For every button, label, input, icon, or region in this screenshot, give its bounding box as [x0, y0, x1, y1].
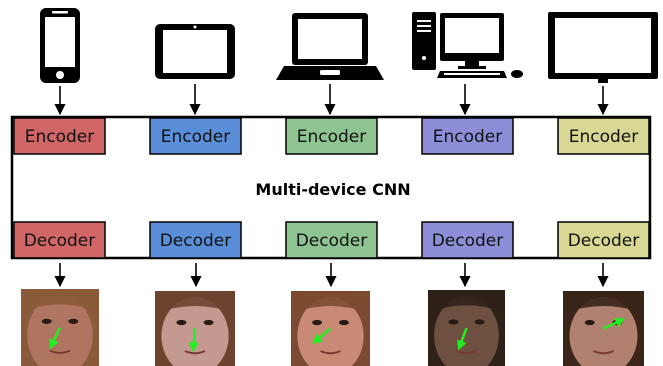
gaze-arrow — [457, 327, 468, 351]
decoder-label: Decoder — [160, 231, 232, 251]
encoder-label: Encoder — [433, 127, 503, 147]
gaze-arrow — [602, 318, 626, 330]
output-arrows — [54, 263, 609, 288]
encoder-label: Encoder — [25, 127, 95, 147]
tablet-icon — [155, 24, 235, 79]
encoder-block-4: Encoder — [421, 117, 514, 155]
face-image-1 — [21, 289, 99, 366]
encoder-block-3: Encoder — [285, 117, 378, 155]
gaze-arrow — [188, 328, 199, 353]
face-image-4 — [428, 290, 505, 366]
laptop-icon — [276, 13, 384, 80]
decoder-block-4: Decoder — [421, 221, 514, 259]
device-arrows — [54, 84, 609, 116]
gaze-arrow — [49, 326, 62, 350]
gaze-arrow — [312, 327, 332, 344]
face-image-5 — [563, 291, 644, 366]
smartphone-icon — [40, 8, 80, 83]
face-image-2 — [155, 291, 235, 366]
decoder-block-1: Decoder — [13, 221, 106, 259]
encoder-label: Encoder — [569, 127, 639, 147]
encoder-label: Encoder — [297, 127, 367, 147]
encoder-block-2: Encoder — [149, 117, 242, 155]
decoder-block-3: Decoder — [285, 221, 378, 259]
decoder-block-2: Decoder — [149, 221, 242, 259]
decoder-label: Decoder — [24, 231, 96, 251]
encoder-block-5: Encoder — [557, 117, 650, 155]
desktop-computer-icon — [412, 12, 523, 78]
encoder-block-1: Encoder — [13, 117, 106, 155]
decoder-label: Decoder — [296, 231, 368, 251]
television-icon — [548, 12, 658, 83]
face-image-3 — [291, 291, 370, 366]
cnn-title: Multi-device CNN — [255, 180, 410, 199]
face-thumbnails — [21, 289, 644, 366]
decoder-label: Decoder — [568, 231, 640, 251]
encoder-label: Encoder — [161, 127, 231, 147]
decoder-block-5: Decoder — [557, 221, 650, 259]
decoder-label: Decoder — [432, 231, 504, 251]
